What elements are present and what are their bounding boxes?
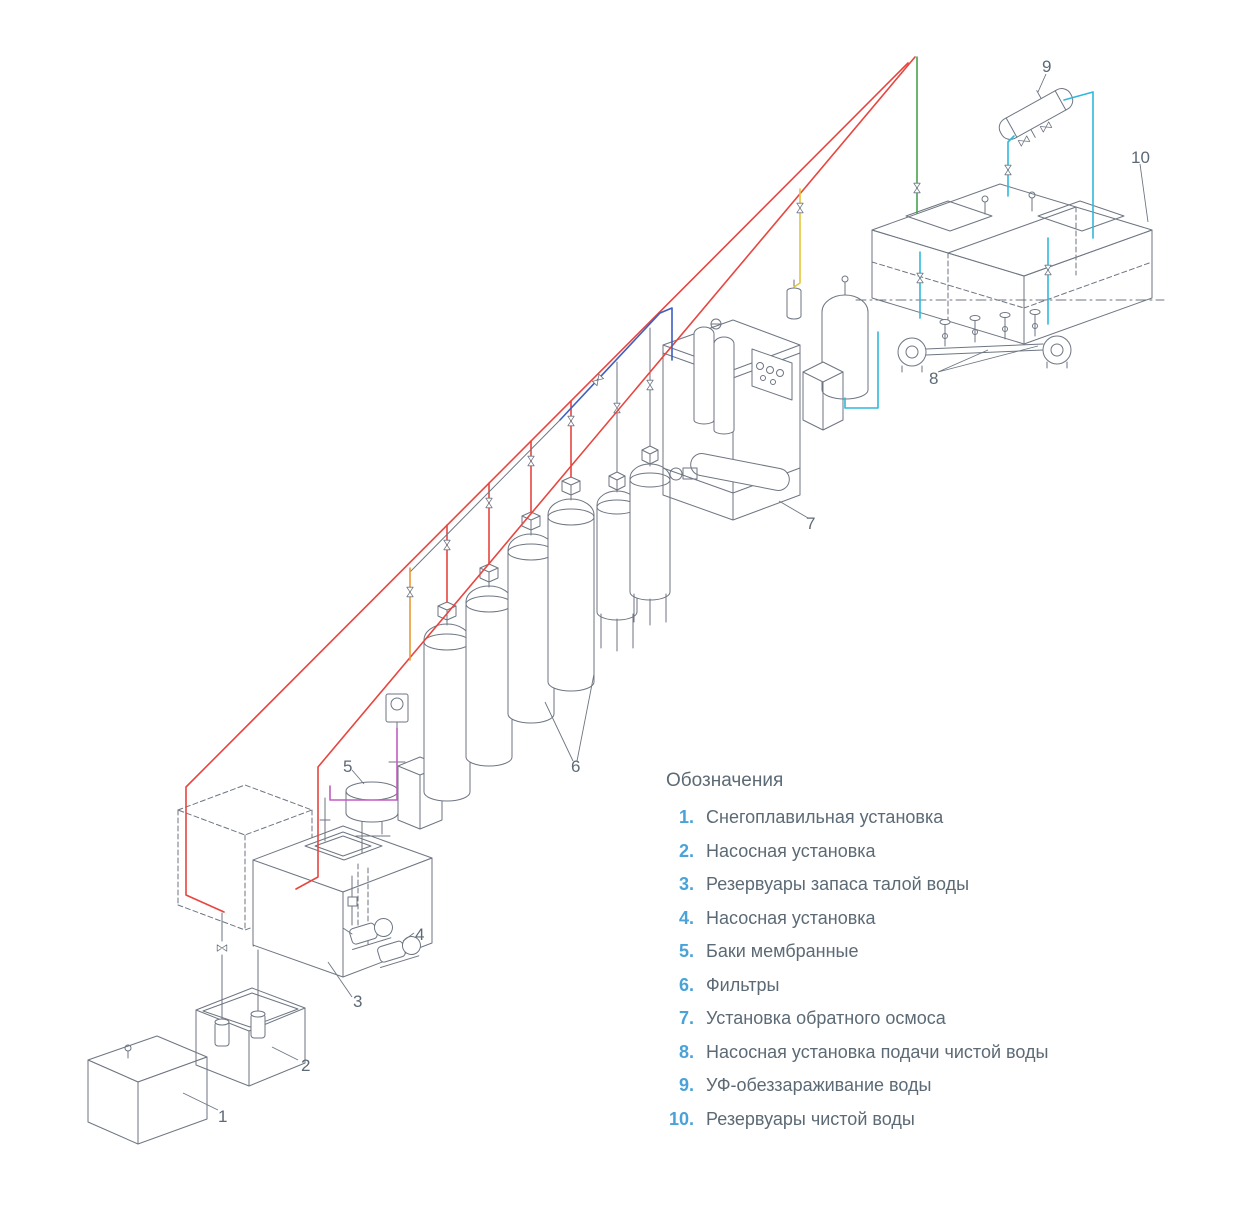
legend-title: Обозначения bbox=[666, 770, 784, 791]
legend-item-4: 4. Насосная установка bbox=[664, 908, 1204, 929]
unit-10-clean-water-reservoir bbox=[855, 183, 1165, 345]
legend-item-5: 5. Баки мембранные bbox=[664, 941, 1204, 962]
legend-item-label: Баки мембранные bbox=[706, 941, 859, 961]
pressure-tank bbox=[821, 275, 869, 400]
legend-item-label: Насосная установка bbox=[706, 840, 876, 861]
legend-item-number: 1. bbox=[678, 807, 694, 827]
legend-item-number: 4. bbox=[678, 907, 694, 928]
callout-3: 3 bbox=[353, 992, 362, 1011]
unit-1-snow-melting-unit bbox=[87, 1035, 208, 1145]
unit-9-uv-disinfection bbox=[998, 88, 1074, 147]
callout-10: 10 bbox=[1131, 148, 1150, 167]
unit-6-filters bbox=[423, 327, 671, 802]
callout-6: 6 bbox=[571, 757, 580, 776]
legend-item-label: Насосная установка подачи чистой воды bbox=[706, 1041, 1049, 1062]
pipe-blue bbox=[559, 307, 673, 421]
legend-item-number: 9. bbox=[678, 1075, 694, 1095]
dashed-reserve-tank-outline bbox=[177, 784, 313, 931]
pipe-yellow bbox=[793, 188, 801, 288]
legend-item-7: 7. Установка обратного осмоса bbox=[664, 1008, 1204, 1029]
legend-item-6: 6. Фильтры bbox=[664, 975, 1204, 996]
legend-item-label: Насосная установка bbox=[706, 907, 876, 928]
callout-numbers: 1 2 3 4 5 6 7 8 9 10 bbox=[218, 57, 1150, 1126]
unit-2-pump-unit bbox=[195, 907, 306, 1087]
legend: Обозначения 1. Снегоплавильная установка… bbox=[664, 770, 1204, 1142]
pipe-red-main bbox=[295, 56, 916, 890]
callout-9: 9 bbox=[1042, 57, 1051, 76]
control-cabinet-box bbox=[802, 361, 844, 431]
callout-4: 4 bbox=[415, 925, 424, 944]
callout-1: 1 bbox=[218, 1107, 227, 1126]
legend-item-3: 3. Резервуары запаса талой воды bbox=[664, 874, 1204, 895]
callout-leaders bbox=[182, 73, 1149, 1111]
legend-item-2: 2. Насосная установка bbox=[664, 841, 1204, 862]
pipe-cyan-uv-left bbox=[1007, 135, 1015, 197]
piping bbox=[185, 56, 1094, 913]
legend-item-label: Резервуары чистой воды bbox=[706, 1108, 915, 1129]
unit-5-membrane-tank bbox=[345, 781, 399, 837]
legend-item-label: Резервуары запаса талой воды bbox=[706, 874, 970, 894]
callout-8: 8 bbox=[929, 369, 938, 388]
unit-4-pump-unit bbox=[342, 875, 421, 968]
legend-item-1: 1. Снегоплавильная установка bbox=[664, 807, 1204, 828]
legend-item-number: 10. bbox=[668, 1108, 694, 1129]
pipe-red-return bbox=[185, 62, 909, 913]
pipe-cyan-uv-right bbox=[1063, 91, 1094, 239]
pipe-cyan-tank-feed bbox=[844, 331, 879, 409]
legend-item-10: 10. Резервуары чистой воды bbox=[664, 1109, 1204, 1130]
unit-7-reverse-osmosis bbox=[662, 279, 802, 521]
callout-5: 5 bbox=[343, 757, 352, 776]
legend-item-label: Снегоплавильная установка bbox=[706, 807, 944, 827]
legend-item-number: 8. bbox=[678, 1041, 694, 1062]
legend-item-number: 6. bbox=[678, 974, 694, 995]
unit-8-clean-water-pumps bbox=[897, 309, 1072, 373]
legend-item-number: 7. bbox=[678, 1008, 694, 1028]
legend-item-number: 2. bbox=[678, 840, 694, 861]
legend-item-9: 9. УФ-обеззараживание воды bbox=[664, 1075, 1204, 1096]
legend-item-label: Установка обратного осмоса bbox=[706, 1008, 946, 1028]
legend-item-number: 5. bbox=[678, 941, 694, 961]
pipe-gray-manifold bbox=[409, 419, 561, 573]
callout-2: 2 bbox=[301, 1056, 310, 1075]
legend-item-label: УФ-обеззараживание воды bbox=[706, 1075, 932, 1095]
legend-item-label: Фильтры bbox=[706, 974, 780, 995]
legend-item-number: 3. bbox=[678, 874, 694, 894]
legend-item-8: 8. Насосная установка подачи чистой воды bbox=[664, 1042, 1204, 1063]
pipe-magenta bbox=[329, 727, 398, 801]
callout-7: 7 bbox=[806, 514, 815, 533]
